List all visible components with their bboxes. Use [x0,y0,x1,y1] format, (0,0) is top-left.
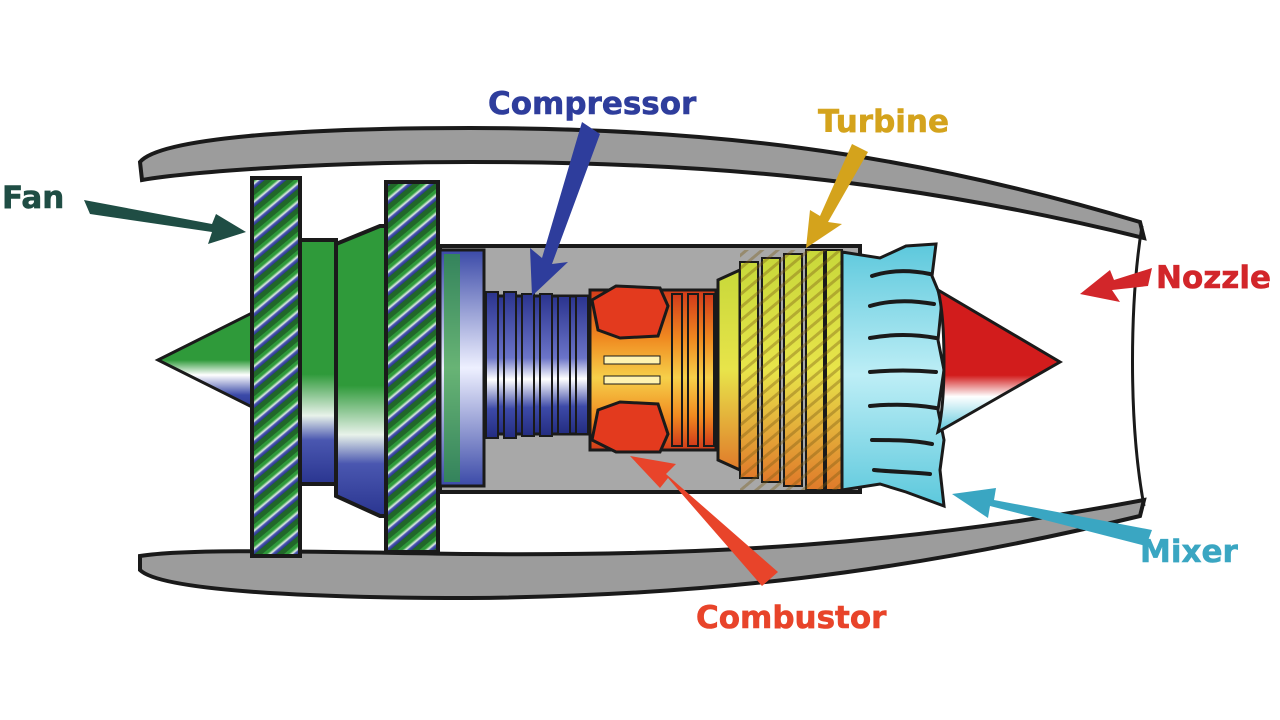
combustor-chamber [588,284,718,454]
compressor-stages [482,291,592,439]
combustor-label: Combustor [696,600,887,636]
combustor-arrow [630,456,778,586]
nozzle-label: Nozzle [1156,260,1271,296]
turbine-arrow [806,144,868,248]
turbine-label: Turbine [818,104,949,140]
mixer-lobes [840,242,946,509]
compressor-arrow [530,122,600,296]
fan-hub [298,224,390,518]
nacelle-upper [137,125,1147,241]
nozzle-arrow [1080,268,1152,302]
fan-arrow [84,200,246,244]
tail-cone [935,286,1063,436]
spinner-cone [154,307,260,413]
fan-label: Fan [2,180,64,216]
fan-stage-front [250,176,302,558]
fan-stage-rear [384,180,440,554]
mixer-label: Mixer [1140,534,1238,570]
turbine-stages [716,249,843,491]
nozzle-exit-line [1131,225,1146,507]
mixer-arrow [952,488,1152,546]
compressor-label: Compressor [488,86,697,122]
